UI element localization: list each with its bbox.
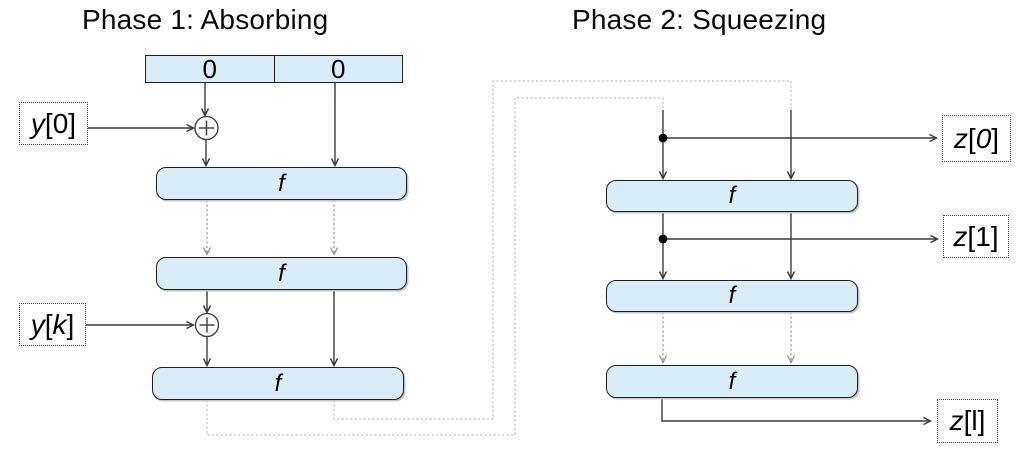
output-box-z1: z[1] — [943, 215, 1009, 258]
input-box-y0: y[0] — [19, 102, 88, 145]
f-label: f — [274, 369, 282, 397]
f-box-squeeze-2: f — [606, 280, 858, 312]
phase2-title: Phase 2: Squeezing — [572, 4, 827, 35]
state-cell-capacity: 0 — [273, 56, 403, 82]
f-box-squeeze-3: f — [606, 365, 858, 398]
arrow-fs3-to-zl — [661, 398, 933, 426]
state-cell-rate: 0 — [202, 54, 217, 84]
xor-icon-2 — [194, 312, 220, 338]
f-box-squeeze-1: f — [606, 180, 858, 212]
output-box-zl: z[l] — [937, 399, 998, 443]
f-box-absorb-2: f — [156, 257, 407, 290]
input-box-yk: y[k] — [19, 303, 86, 346]
f-box-absorb-1: f — [156, 167, 407, 200]
f-label: f — [278, 169, 285, 197]
f-label: f — [728, 367, 736, 395]
f-box-absorb-3: f — [152, 367, 404, 400]
f-label: f — [728, 182, 736, 209]
initial-state-register: 0 0 — [145, 55, 403, 83]
bus-line-capacity-path — [333, 80, 792, 420]
f-label: f — [728, 282, 736, 309]
bus-line-rate-path — [206, 97, 664, 436]
xor-icon-1 — [194, 115, 219, 141]
phase1-title: Phase 1: Absorbing — [82, 4, 329, 35]
output-box-z0: z[0] — [942, 115, 1011, 162]
branch-dot-z0 — [658, 133, 668, 143]
branch-dot-z1 — [658, 234, 668, 244]
f-label: f — [278, 259, 285, 287]
